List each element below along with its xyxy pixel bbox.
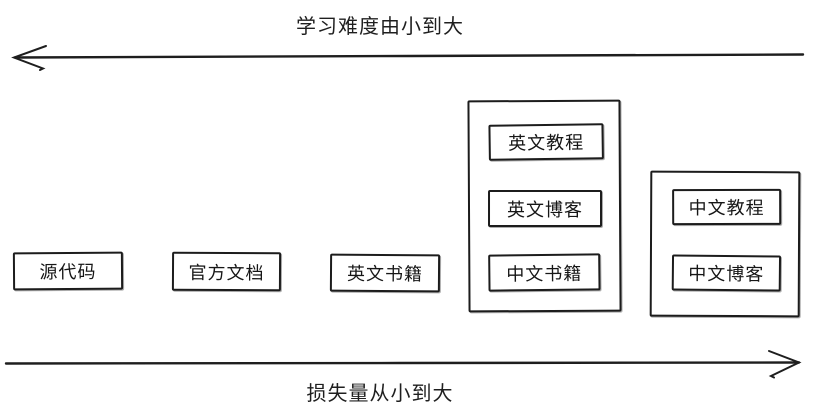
node-chinese-blogs: 中文博客 (671, 254, 782, 292)
right-arrow-icon (4, 350, 802, 379)
top-axis-label: 学习难度由小到大 (296, 16, 464, 38)
left-arrow-icon (11, 45, 805, 71)
node-english-tutorials: 英文教程 (488, 123, 604, 161)
group-english-materials: 英文教程 英文博客 中文书籍 (467, 99, 622, 313)
node-english-tutorials-label: 英文教程 (508, 132, 585, 154)
node-chinese-books: 中文书籍 (488, 253, 601, 292)
node-official-docs-label: 官方文档 (188, 262, 265, 283)
bottom-axis-label: 损失量从小到大 (306, 383, 454, 405)
node-chinese-books-label: 中文书籍 (506, 263, 583, 284)
node-source-code: 源代码 (12, 251, 124, 291)
node-english-books: 英文书籍 (329, 253, 441, 293)
group-chinese-materials: 中文教程 中文博客 (649, 170, 801, 318)
node-chinese-tutorials-label: 中文教程 (688, 197, 765, 219)
node-official-docs: 官方文档 (171, 251, 282, 292)
node-chinese-blogs-label: 中文博客 (688, 263, 765, 285)
node-chinese-tutorials: 中文教程 (672, 188, 782, 226)
node-english-blogs: 英文博客 (488, 189, 603, 227)
node-english-blogs-label: 英文博客 (507, 199, 584, 220)
node-source-code-label: 源代码 (39, 261, 97, 283)
node-english-books-label: 英文书籍 (346, 263, 424, 285)
